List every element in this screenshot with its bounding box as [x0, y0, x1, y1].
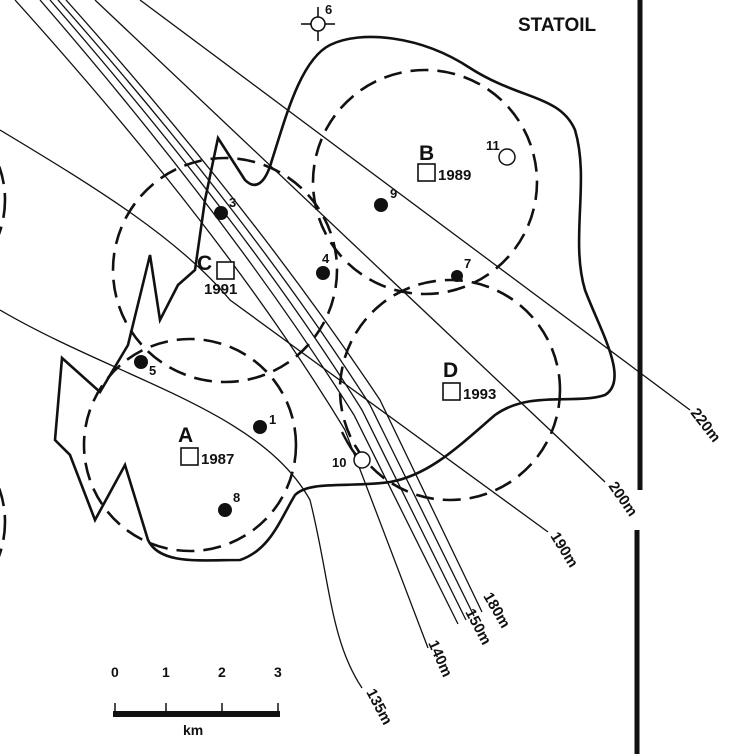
- well-6-label: 6: [325, 2, 332, 17]
- contour-170m: [57, 0, 475, 617]
- contour-label-220m: 220m: [687, 405, 724, 446]
- platform-a-label: A: [178, 424, 193, 447]
- scale-bar-line: [113, 711, 280, 717]
- scale-tick-3: 3: [274, 664, 282, 680]
- platform-square-icon: [180, 447, 199, 466]
- well-9-label: 9: [390, 186, 397, 201]
- well-10-icon: [353, 451, 371, 469]
- well-8-icon: [218, 503, 232, 517]
- contour-160m: [49, 0, 467, 621]
- well-5-icon: [134, 355, 148, 369]
- contour-label-140m: 140m: [424, 638, 455, 680]
- contour-label-135m: 135m: [362, 686, 395, 728]
- drainage-circle-a: [82, 337, 298, 553]
- drainage-circle-c: [111, 156, 339, 384]
- platform-d-label: D: [443, 359, 458, 382]
- partial-circle-left-bottom: [0, 486, 7, 558]
- well-1-icon: [253, 420, 267, 434]
- contour-190m: [0, 129, 549, 533]
- well-10-label: 10: [332, 455, 346, 470]
- wells: 1 3 4 5 7 8 9 10 11 6: [134, 2, 516, 517]
- contour-140m: [14, 0, 429, 649]
- operator-label: STATOIL: [518, 15, 597, 36]
- contour-label-190m: 190m: [547, 529, 582, 571]
- well-9-icon: [374, 198, 388, 212]
- depth-contours: [0, 0, 691, 689]
- platform-b: B 1989: [417, 142, 471, 184]
- contour-200m: [94, 0, 606, 483]
- contour-180m: [65, 0, 483, 613]
- scale-tick-1: 1: [162, 664, 170, 680]
- platform-c: C 1991: [197, 252, 237, 298]
- well-7-icon: [451, 270, 463, 282]
- well-11-icon: [498, 148, 516, 166]
- scale-bar: 0 1 2 3 km: [111, 664, 282, 738]
- platform-d: D 1993: [442, 359, 496, 403]
- platform-b-year: 1989: [438, 167, 471, 184]
- well-8-label: 8: [233, 490, 240, 505]
- drainage-circles: [0, 68, 562, 558]
- contour-135m: [0, 309, 363, 689]
- contour-220m: [139, 0, 691, 411]
- platform-a-year: 1987: [201, 451, 234, 468]
- drainage-circle-d: [338, 278, 562, 502]
- platform-square-icon: [216, 261, 235, 280]
- drainage-circle-b: [311, 68, 539, 296]
- well-5-label: 5: [149, 363, 156, 378]
- scale-tick-2: 2: [218, 664, 226, 680]
- well-4-label: 4: [322, 251, 330, 266]
- platform-b-label: B: [419, 142, 434, 165]
- platform-d-year: 1993: [463, 386, 496, 403]
- platform-c-label: C: [197, 252, 212, 275]
- contour-labels: 220m 200m 190m 180m 150m 140m 135m: [362, 405, 723, 728]
- partial-circle-left-top: [0, 164, 7, 236]
- scale-unit: km: [183, 722, 203, 738]
- well-11-label: 11: [486, 138, 500, 153]
- platform-square-icon: [417, 163, 436, 182]
- well-4-icon: [316, 266, 330, 280]
- well-3-icon: [214, 206, 228, 220]
- well-1-label: 1: [269, 412, 276, 427]
- well-7-label: 7: [464, 256, 471, 271]
- platform-c-year: 1991: [204, 281, 237, 298]
- platform-a: A 1987: [178, 424, 234, 468]
- platform-square-icon: [442, 382, 461, 401]
- scale-tick-0: 0: [111, 664, 119, 680]
- field-outline: [53, 35, 616, 562]
- contour-label-200m: 200m: [605, 479, 641, 520]
- well-6-dry-hole-icon: [301, 7, 335, 41]
- well-3-label: 3: [229, 195, 236, 210]
- contour-150m: [39, 0, 459, 625]
